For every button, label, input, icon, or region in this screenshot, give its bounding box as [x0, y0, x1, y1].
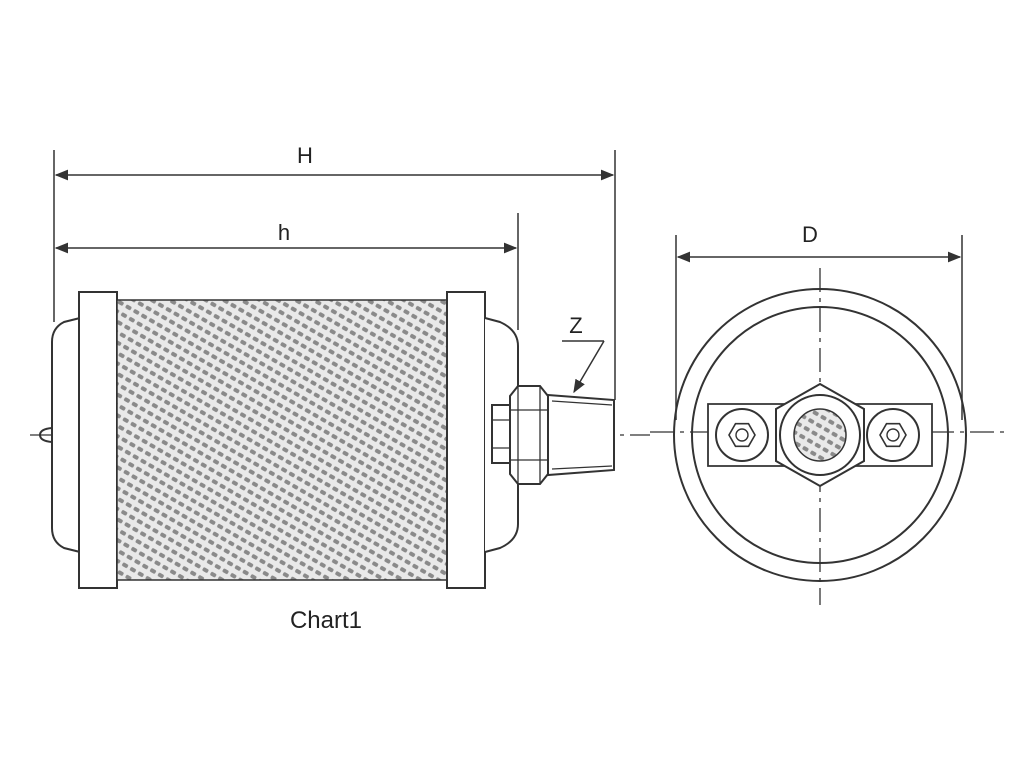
left-bolt-boss — [715, 408, 769, 462]
center-port — [793, 408, 847, 462]
end-view — [650, 268, 1006, 605]
thread-leader — [562, 340, 605, 394]
left-end-cap — [51, 317, 81, 553]
threaded-nipple — [547, 393, 615, 477]
right-bolt-hex — [879, 422, 907, 448]
left-bolt-hex — [728, 422, 756, 448]
right-flange — [446, 291, 486, 589]
dimension-D — [675, 235, 963, 420]
left-nub — [38, 427, 53, 443]
hex-nut-washer — [491, 404, 511, 464]
label-Z: Z — [569, 313, 582, 338]
label-H: H — [297, 143, 313, 168]
figure-caption: Chart1 — [290, 607, 362, 634]
side-view — [30, 291, 650, 589]
dimension-H — [53, 150, 616, 400]
mesh-screen — [116, 299, 448, 581]
label-D: D — [802, 222, 818, 247]
dimension-h — [54, 213, 519, 330]
hex-nut — [509, 385, 549, 485]
center-fitting-ring — [779, 394, 861, 476]
label-h: h — [278, 220, 290, 245]
left-flange — [78, 291, 118, 589]
right-bolt-boss — [866, 408, 920, 462]
